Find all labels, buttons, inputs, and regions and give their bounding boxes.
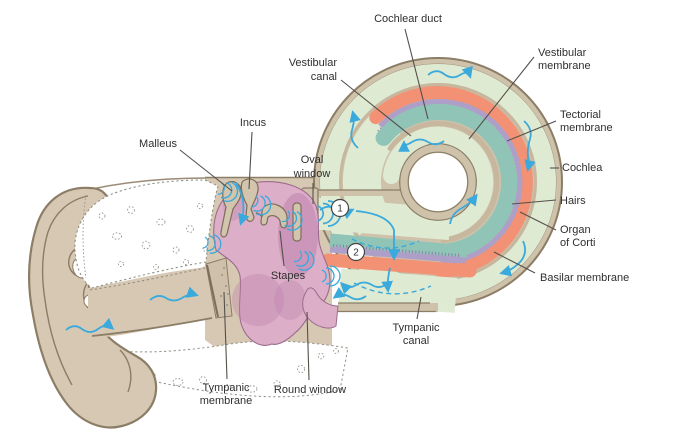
step-1-circle (330, 198, 350, 218)
leader-basilar-membrane (493, 251, 536, 274)
label-hairs: Hairs (560, 195, 586, 207)
leader-lines (179, 28, 559, 381)
ear-canal (88, 258, 232, 338)
leader-vestibular-canal (340, 79, 412, 137)
cochlea-spiral (309, 57, 563, 313)
cochlear-duct-ring (375, 103, 518, 260)
label-cochlear-duct: Cochlear duct (374, 13, 442, 25)
leader-stapes (279, 230, 285, 267)
wave-inner-up-right (449, 193, 478, 225)
step-2-label: 2 (353, 248, 359, 259)
oval-window-plate (292, 202, 302, 242)
leader-malleus (179, 149, 233, 192)
stapes-bone (260, 203, 288, 229)
text-labels: Cochlear duct Vestibular canal Vestibula… (139, 13, 629, 407)
wave-ear-canal-2 (149, 286, 199, 302)
organ-of-corti-ring (369, 85, 533, 278)
wave-ear-canal-1 (65, 317, 115, 333)
leader-incus (248, 131, 253, 190)
spiral-center-gap (409, 153, 467, 211)
label-cochlea: Cochlea (562, 162, 603, 174)
label-tympanic-canal-1: Tympanic (392, 322, 440, 334)
wave-ossicle (235, 182, 250, 226)
wave-tympanic-exit-1 (339, 281, 389, 295)
label-malleus: Malleus (139, 138, 177, 150)
wave-spiral-lower-right (499, 240, 526, 277)
wave-into-duct (355, 210, 400, 261)
label-tectorial-membrane-2: membrane (560, 122, 613, 134)
label-organ-of-corti-2: of Corti (560, 237, 595, 249)
leader-round-window (306, 311, 310, 381)
label-vestibular-canal-2: canal (311, 71, 337, 83)
wave-inner-top-left (398, 138, 445, 152)
tectorial-membrane-ring (378, 98, 523, 265)
label-tympanic-membrane-1: Tympanic (202, 382, 250, 394)
upper-bone (74, 179, 219, 289)
label-tectorial-membrane-1: Tectorial (560, 109, 601, 121)
label-oval-window-2: window (293, 168, 331, 180)
step-2-circle (346, 242, 366, 262)
leader-cochlear-duct (404, 28, 429, 120)
label-vestibular-membrane-1: Vestibular (538, 47, 587, 59)
leader-vestibular-membrane (468, 56, 535, 140)
label-round-window: Round window (274, 384, 346, 396)
incus-bone (240, 178, 259, 222)
label-tympanic-membrane-2: membrane (200, 395, 253, 407)
label-stapes: Stapes (271, 270, 306, 282)
leader-tympanic-canal (416, 296, 422, 320)
head-skin-line (91, 177, 207, 190)
label-incus: Incus (240, 117, 267, 129)
leader-tectorial-membrane (506, 120, 557, 142)
leader-organ-of-corti (519, 211, 557, 231)
label-tympanic-canal-2: canal (403, 335, 429, 347)
step-markers: 1 2 (330, 198, 366, 262)
label-vestibular-membrane-2: membrane (538, 60, 591, 72)
label-oval-window-1: Oval (301, 154, 324, 166)
wave-into-tympanic (381, 267, 393, 293)
wave-spiral-top (427, 65, 473, 79)
wave-spiral-left-up (349, 110, 361, 149)
label-organ-of-corti-1: Organ (560, 224, 591, 236)
leader-hairs (511, 199, 557, 205)
fluid-vibration-dashes (351, 238, 432, 295)
step-1-label: 1 (337, 204, 343, 215)
wave-tympanic-exit-2 (332, 287, 367, 301)
tympanic-membrane-shape (205, 257, 233, 319)
leader-tympanic-membrane (223, 291, 228, 380)
label-basilar-membrane: Basilar membrane (540, 272, 629, 284)
wave-spiral-right (523, 120, 536, 172)
round-window-shape (302, 287, 339, 329)
label-vestibular-canal-1: Vestibular (289, 57, 338, 69)
